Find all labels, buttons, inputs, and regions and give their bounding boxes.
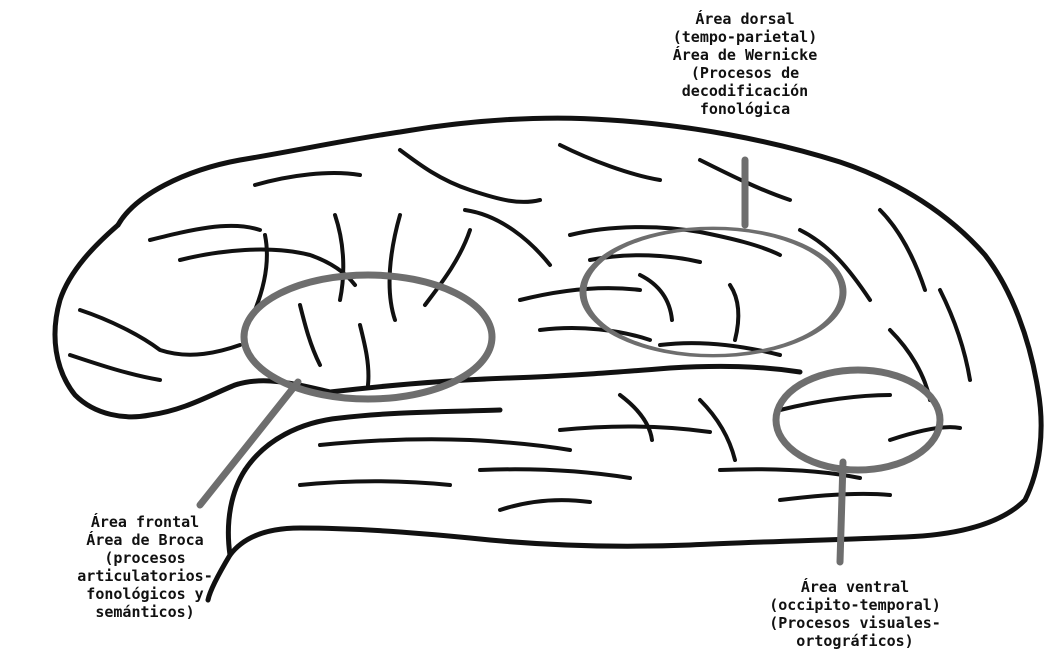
frontal-label-line: (procesos [30,549,260,567]
frontal-label-line: Área de Broca [30,531,260,549]
ventral-label-line: ortográficos) [715,632,995,650]
frontal-label-line: articulatorios- [30,567,260,585]
dorsal-label-line: fonológica [630,100,860,118]
frontal-label-line: fonológicos y [30,585,260,603]
dorsal-label-line: Área de Wernicke [630,46,860,64]
frontal-label-line: Área frontal [30,513,260,531]
wernicke-area-circle [583,228,843,355]
dorsal-area-label: Área dorsal (tempo-parietal) Área de Wer… [630,10,860,118]
ventral-label-line: Área ventral [715,578,995,596]
dorsal-label-line: decodificación [630,82,860,100]
frontal-pointer-line [200,382,298,505]
ventral-area-label: Área ventral (occipito-temporal) (Proces… [715,578,995,650]
dorsal-label-line: Área dorsal [630,10,860,28]
ventral-area-circle [776,370,940,470]
frontal-area-label: Área frontal Área de Broca (procesos art… [30,513,260,621]
ventral-label-line: (Procesos visuales- [715,614,995,632]
brain-sulci [70,145,970,510]
dorsal-label-line: (Procesos de [630,64,860,82]
frontal-label-line: semánticos) [30,603,260,621]
ventral-label-line: (occipito-temporal) [715,596,995,614]
ventral-pointer-line [840,462,843,562]
dorsal-label-line: (tempo-parietal) [630,28,860,46]
temporal-lobe-top [330,366,800,392]
